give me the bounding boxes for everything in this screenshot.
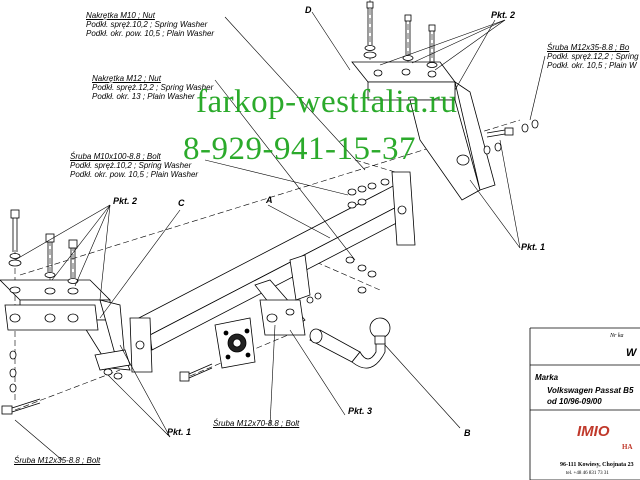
bolt-m12x70-label: Śruba M12x70-8.8 ; Bolt xyxy=(213,419,300,428)
bolt-m12x35-label: Śruba M12x35-8.8 ; Bolt xyxy=(14,456,101,465)
nut-m12-label-line-3: Podkł. okr. 13 ; Plain Washer xyxy=(92,92,195,101)
part-letter-b: B xyxy=(464,428,471,438)
callout-pkt2-top: Pkt. 2 xyxy=(491,10,516,20)
bolt-m12-right-label: Śruba M12x35-8.8 ; Bo Podkł. spręż.12,2 … xyxy=(547,43,639,70)
left-top-bolts xyxy=(8,209,79,284)
top-bolts xyxy=(363,1,438,68)
nut-m12-label: Nakrętka M12 ; Nut Podkł. spręż.12,2 ; S… xyxy=(92,74,213,101)
nut-m10-label-line-1: Nakrętka M10 ; Nut xyxy=(86,11,155,20)
title-block-frame xyxy=(529,327,640,480)
nut-m12-label-line-1: Nakrętka M12 ; Nut xyxy=(92,74,161,83)
crossbar-nuts xyxy=(345,178,390,294)
bolt-m10-label-line-1: Śruba M10x100-8.8 ; Bolt xyxy=(70,152,161,161)
manufacturer-logo-sub: HA xyxy=(622,443,633,451)
callout-pkt1-right: Pkt. 1 xyxy=(521,242,546,252)
bolt-m12-right-label-line-3: Podkł. okr. 10,5 ; Plain W xyxy=(547,61,637,70)
title-block-vehicle: Volkswagen Passat B5 xyxy=(547,386,634,395)
callout-pkt1-bottom: Pkt. 1 xyxy=(167,427,192,437)
right-mounting-bracket xyxy=(351,61,496,201)
bolt-m10-label: Śruba M10x100-8.8 ; Bolt Podkł. spręż.10… xyxy=(70,152,198,179)
bolt-m12x70 xyxy=(179,363,213,382)
manufacturer-logo: IMIO xyxy=(577,423,610,440)
callout-pkt2-left: Pkt. 2 xyxy=(113,196,138,206)
main-crossbar xyxy=(129,171,416,373)
watermark-site: farkop-westfalia.ru xyxy=(196,84,458,120)
manufacturer-phone: tel. +48 46 831 73 31 xyxy=(566,471,609,476)
nut-m10-label-line-3: Podkł. okr. pow. 10,5 ; Plain Washer xyxy=(86,29,215,38)
tow-ball-neck xyxy=(309,317,391,369)
title-block-nr-label: Nr ka xyxy=(610,333,624,339)
title-block-marka-label: Marka xyxy=(535,373,559,382)
bolt-m10-label-line-3: Podkł. okr. pow. 10,5 ; Plain Washer xyxy=(70,170,199,179)
assembly-guide-lines xyxy=(14,0,521,411)
nut-m10-label: Nakrętka M10 ; Nut Podkł. spręż.10,2 ; S… xyxy=(86,11,214,38)
bolt-m12-right-label-line-2: Podkł. spręż.12,2 ; Spring xyxy=(547,52,639,61)
nut-m10-label-line-2: Podkł. spręż.10,2 ; Spring Washer xyxy=(86,20,208,29)
leader-lines xyxy=(14,11,546,461)
callout-pkt3: Pkt. 3 xyxy=(348,406,373,416)
nut-m12-label-line-2: Podkł. spręż.12,2 ; Spring Washer xyxy=(92,83,214,92)
manufacturer-address: 96-111 Kowiesy, Chojnata 23 xyxy=(560,462,634,468)
watermark-phone: 8-929-941-15-37 xyxy=(183,131,416,167)
left-mounting-bracket xyxy=(0,279,131,371)
title-block-model-code: W xyxy=(626,347,637,359)
right-side-fasteners xyxy=(483,119,539,155)
electric-socket-plate xyxy=(214,317,256,369)
bolt-m12-right-label-line-1: Śruba M12x35-8.8 ; Bo xyxy=(547,43,630,52)
tow-ball-bracket xyxy=(254,254,322,336)
part-letter-a: A xyxy=(266,195,273,205)
part-letter-d: D xyxy=(305,5,312,15)
part-letter-c: C xyxy=(178,198,185,208)
left-bottom-nuts xyxy=(1,350,123,415)
bolt-m10-label-line-2: Podkł. spręż.10,2 ; Spring Washer xyxy=(70,161,192,170)
title-block-years: od 10/96-09/00 xyxy=(547,397,602,406)
